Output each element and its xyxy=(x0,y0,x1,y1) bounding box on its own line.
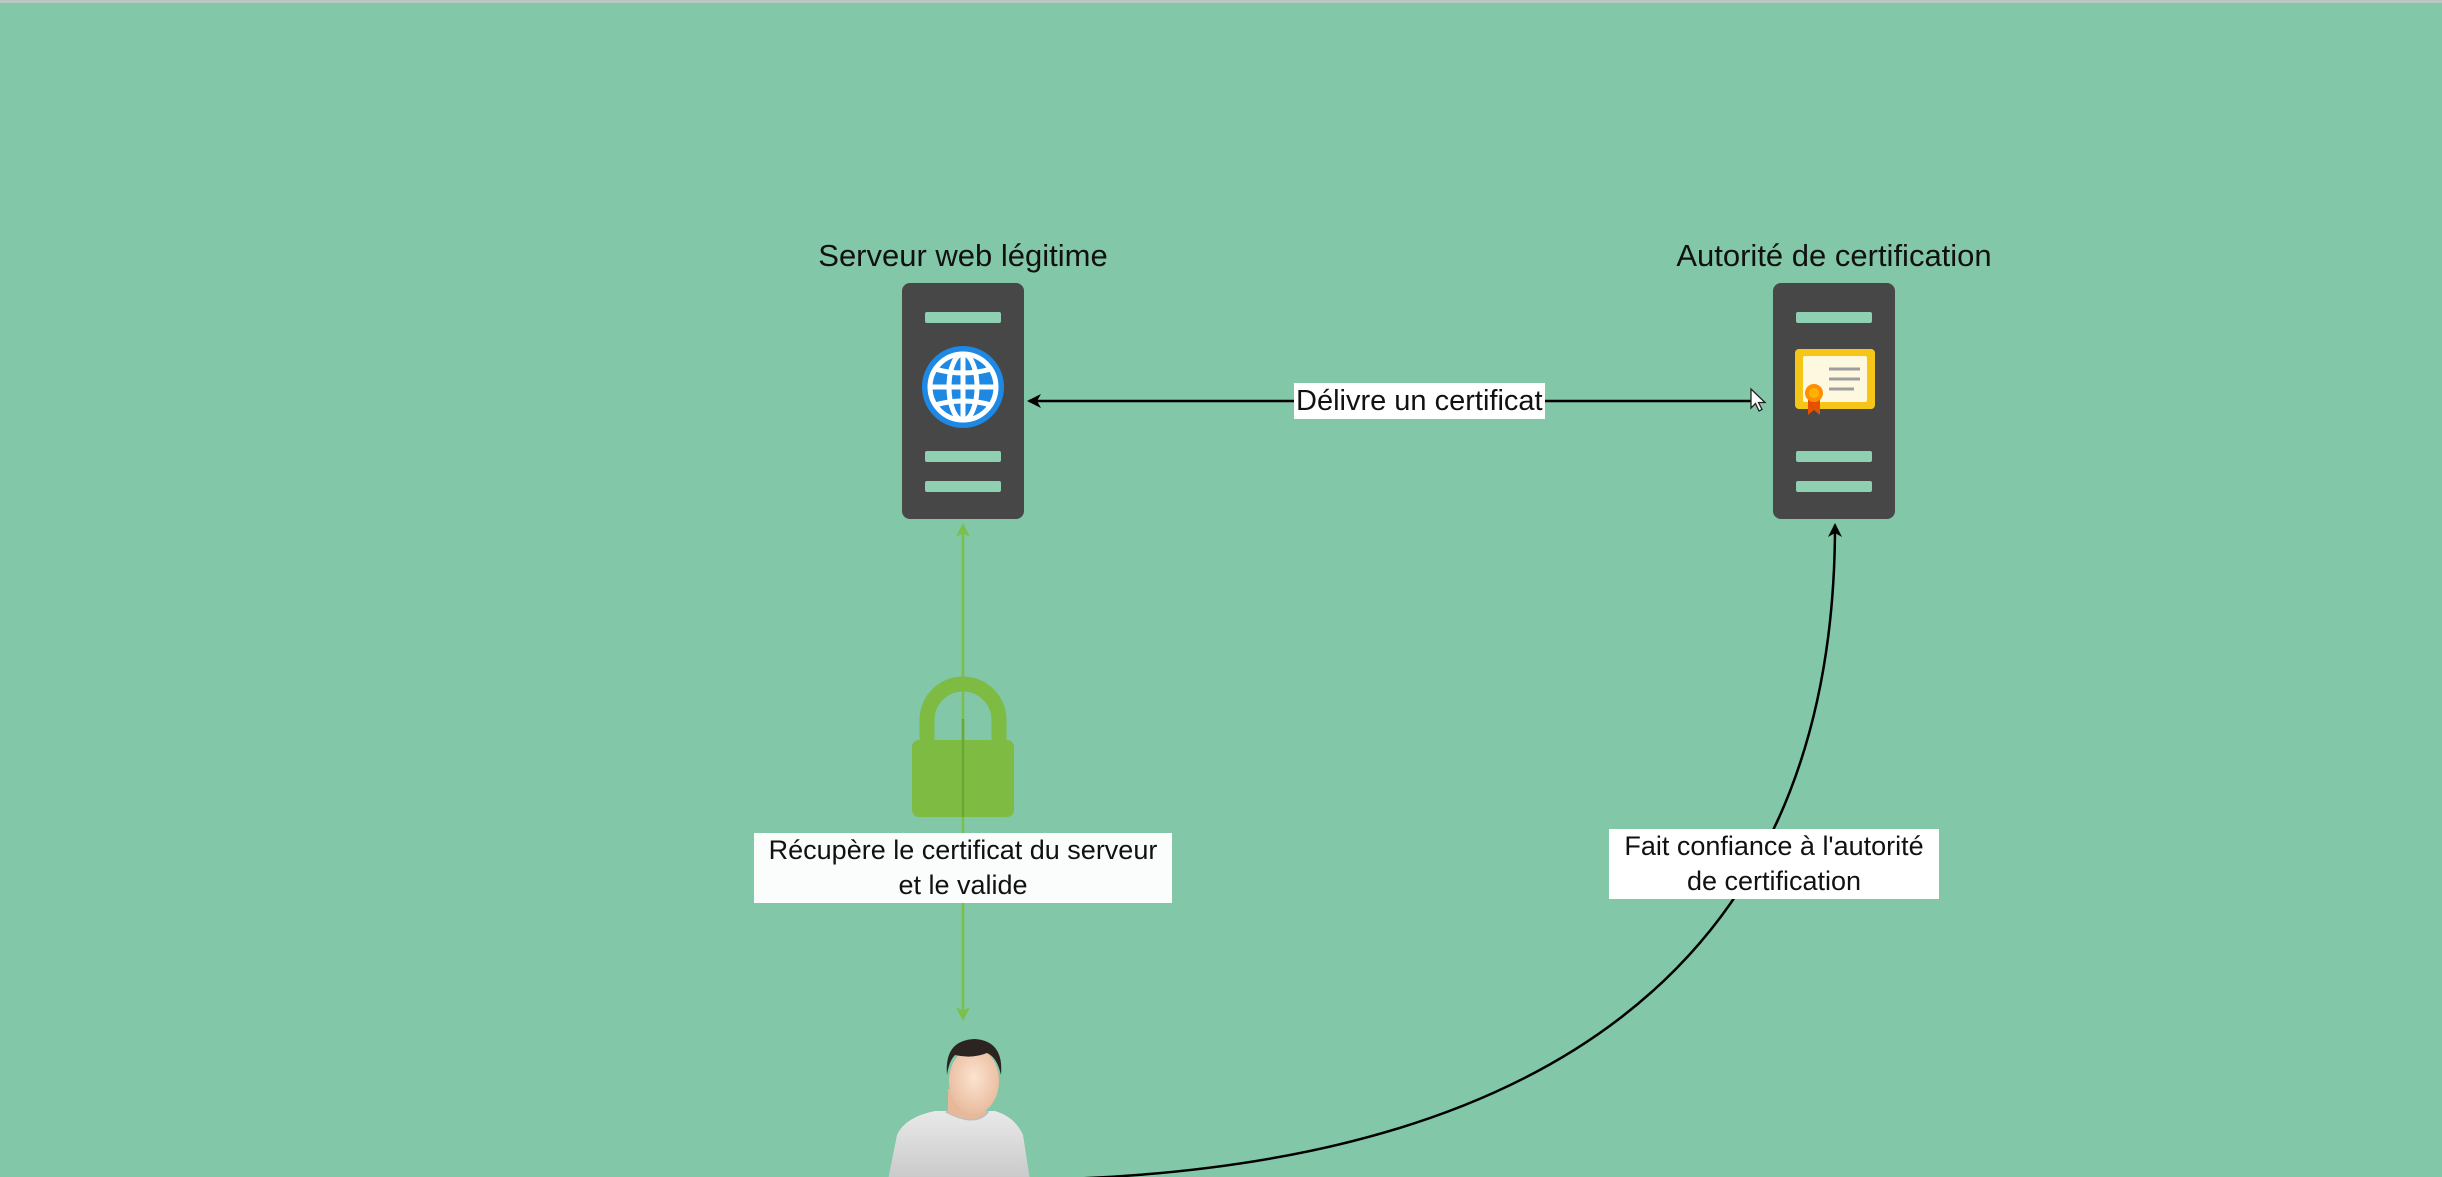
trust-authority-arrow[interactable] xyxy=(1065,523,1842,1177)
diagram-svg xyxy=(888,283,1895,1177)
certificate-icon xyxy=(1795,349,1875,415)
issue-certificate-label[interactable]: Délivre un certificat xyxy=(1294,383,1545,419)
ca-server-title: Autorité de certification xyxy=(1676,238,1992,273)
web-server-slot-lower-1 xyxy=(925,451,1001,462)
trust-authority-label[interactable]: Fait confiance à l'autorité de certifica… xyxy=(1609,829,1939,899)
web-server-title: Serveur web légitime xyxy=(818,238,1108,273)
mouse-pointer-icon xyxy=(1750,387,1767,412)
lock-icon xyxy=(912,676,1014,817)
ca-server[interactable] xyxy=(1773,283,1895,519)
ca-server-slot-lower-2 xyxy=(1796,481,1872,492)
globe-icon xyxy=(922,346,1004,428)
user-avatar-icon[interactable] xyxy=(888,1039,1030,1177)
ca-server-slot-top xyxy=(1796,312,1872,323)
web-server-slot-top xyxy=(925,312,1001,323)
ca-server-slot-lower-1 xyxy=(1796,451,1872,462)
web-server-slot-lower-2 xyxy=(925,481,1001,492)
validate-certificate-label[interactable]: Récupère le certificat du serveur et le … xyxy=(754,833,1172,903)
web-server[interactable] xyxy=(902,283,1024,519)
